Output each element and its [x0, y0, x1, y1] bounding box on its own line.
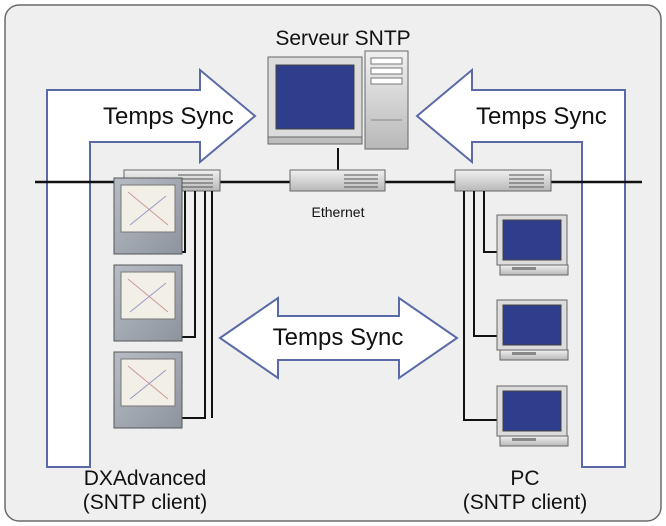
- pc-client-name: PC: [510, 467, 540, 490]
- right-sync-label: Temps Sync: [476, 103, 607, 130]
- dx-client-role: (SNTP client): [82, 491, 208, 514]
- center-sync-arrow: [218, 296, 459, 380]
- dx-recorder-icon-2: [113, 264, 183, 342]
- right-sync-arrow: [415, 67, 626, 468]
- ethernet-hub-icon: [289, 169, 386, 192]
- server-tower-icon: [364, 50, 409, 150]
- pc-client-role: (SNTP client): [462, 491, 588, 514]
- center-sync-label: Temps Sync: [272, 324, 404, 351]
- server-monitor-icon: [267, 56, 363, 145]
- server-title: Serveur SNTP: [275, 27, 411, 50]
- pc-icon-1: [496, 214, 569, 276]
- pc-icon-3: [496, 385, 569, 447]
- dx-cables: [182, 191, 213, 419]
- left-sync-arrow: [46, 67, 257, 468]
- pc-icon-2: [496, 299, 569, 361]
- dx-recorder-icon-3: [113, 351, 183, 429]
- pc-cables: [463, 191, 500, 421]
- right-hub-icon: [454, 169, 552, 192]
- left-sync-label: Temps Sync: [103, 103, 234, 130]
- dx-recorder-icon-1: [113, 177, 183, 255]
- ethernet-label: Ethernet: [311, 204, 365, 220]
- dx-client-name: DXAdvanced: [83, 467, 207, 490]
